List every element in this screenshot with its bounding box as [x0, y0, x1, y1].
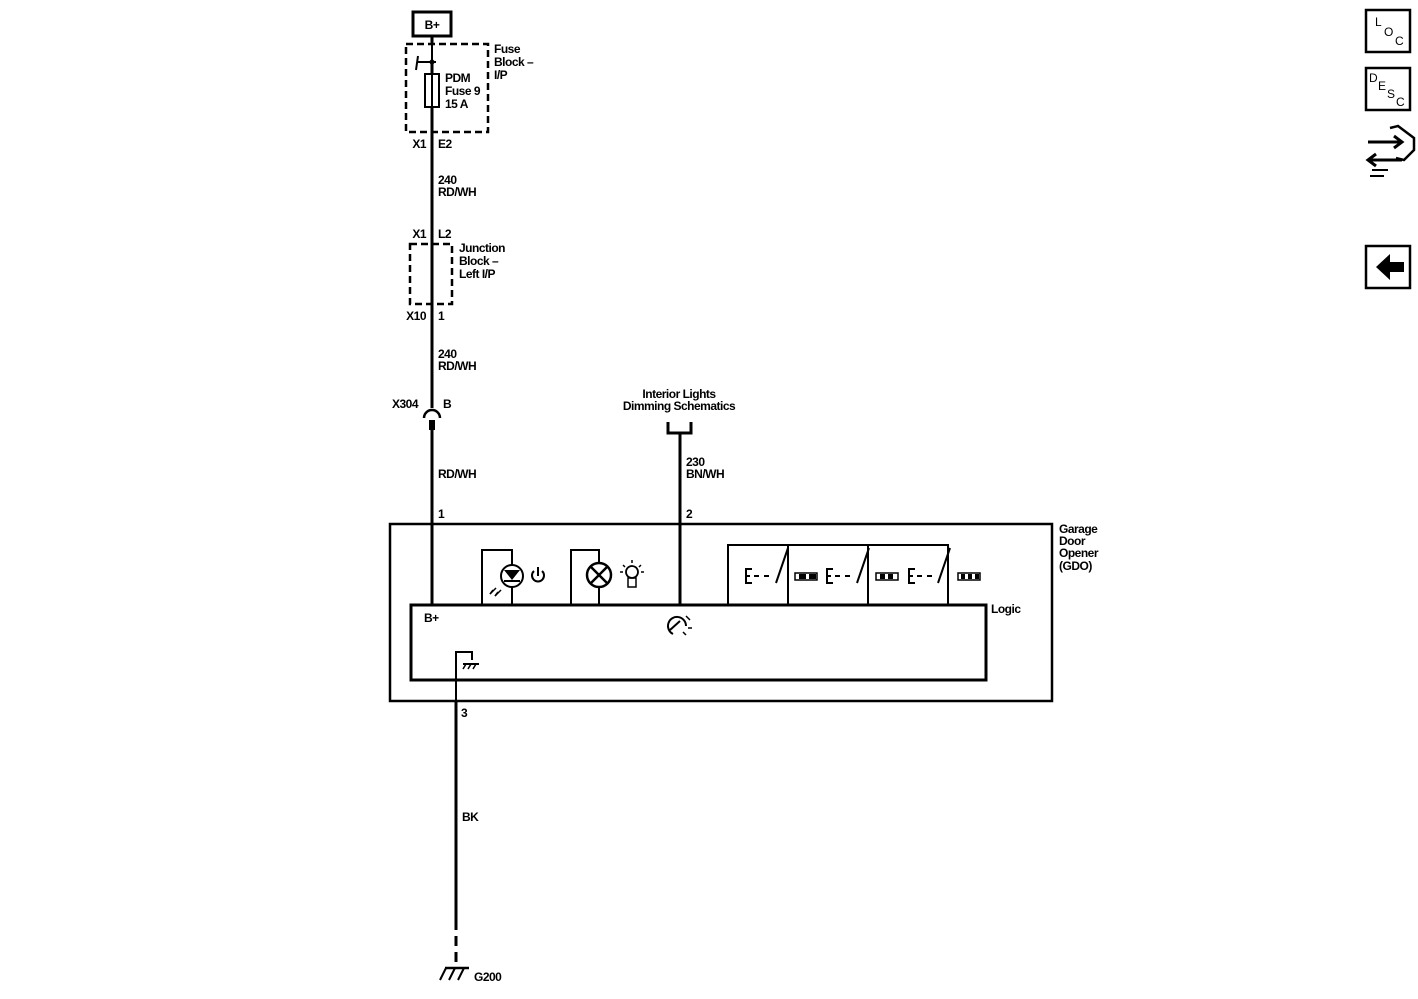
gdo-pin-3: 3: [461, 706, 468, 720]
gdo-name-line2: Door: [1059, 534, 1086, 548]
remote-button-2: [826, 547, 899, 584]
fuse-block-connector: X1: [412, 137, 427, 151]
wire-240-upper-circuit: 240: [438, 173, 457, 187]
fuse-block-name-line1: Fuse: [494, 42, 521, 56]
garage-door-opener-module: Garage Door Opener (GDO) Logic B+: [388, 522, 1099, 703]
description-letter-s: S: [1387, 87, 1395, 101]
wire-240-upper-color: RD/WH: [438, 185, 476, 199]
location-letter-o: O: [1384, 25, 1393, 39]
connector-hand-icon: [1365, 124, 1416, 177]
light-bulb-icon: [620, 560, 644, 588]
battery-positive-label: B+: [425, 18, 440, 32]
ground-wire-color: BK: [462, 810, 479, 824]
logic-block: [409, 603, 988, 682]
fuse-block: PDM Fuse 9 15 A Fuse Block – I/P X1 E2: [404, 42, 535, 151]
junction-name-line1: Junction: [459, 241, 505, 255]
battery-positive-source: B+: [411, 10, 453, 38]
dimming-reference: Interior Lights Dimming Schematics: [623, 387, 737, 435]
fuse-label-line2: Fuse 9: [445, 84, 481, 98]
fuse-label-line3: 15 A: [445, 97, 469, 111]
inline-connector-pin: B: [443, 397, 452, 411]
dimming-control-icon: [667, 615, 692, 636]
description-letter-d: D: [1369, 71, 1378, 85]
back-arrow-icon: [1376, 254, 1404, 280]
dimming-ref-line1: Interior Lights: [642, 387, 716, 401]
remote-button-1: [745, 547, 818, 584]
wire-230-color: BN/WH: [686, 467, 724, 481]
led-indicator-icon: [489, 564, 524, 597]
remote-button-3: [908, 547, 981, 584]
gdo-pin-2: 2: [686, 507, 693, 521]
internal-ground-icon: [455, 651, 479, 700]
back-button[interactable]: [1364, 244, 1412, 290]
wire-240-lower-color: RD/WH: [438, 359, 476, 373]
logic-bplus-label: B+: [424, 611, 439, 625]
ground-name: G200: [474, 970, 502, 984]
location-letter-l: L: [1375, 15, 1382, 29]
gdo-pin-1: 1: [438, 507, 445, 521]
wire-rdwh-color: RD/WH: [438, 467, 476, 481]
gdo-name-line1: Garage: [1059, 522, 1098, 536]
junction-top-pin: L2: [438, 227, 452, 241]
wire-240-lower-circuit: 240: [438, 347, 457, 361]
description-letter-e: E: [1378, 79, 1386, 93]
connector-view-button[interactable]: [1365, 124, 1416, 177]
inline-connector-x304: X304 B: [392, 397, 453, 430]
fuse-label-line1: PDM: [445, 71, 471, 85]
junction-bottom-pin: 1: [438, 309, 445, 323]
inline-connector-name: X304: [392, 397, 419, 411]
power-icon: [531, 567, 545, 583]
description-button[interactable]: D E S C: [1364, 66, 1412, 112]
junction-name-line3: Left I/P: [459, 267, 495, 281]
fuse-block-name-line2: Block –: [494, 55, 534, 69]
dimming-ref-line2: Dimming Schematics: [623, 399, 736, 413]
gdo-name-line3: Opener: [1059, 546, 1099, 560]
location-letter-c: C: [1395, 34, 1404, 48]
fuse-block-name-line3: I/P: [494, 68, 508, 82]
location-button[interactable]: L O C: [1364, 8, 1412, 54]
ground-g200-icon: G200: [439, 966, 503, 984]
gdo-name-line4: (GDO): [1059, 559, 1092, 573]
junction-name-line2: Block –: [459, 254, 499, 268]
description-letter-c: C: [1396, 95, 1405, 109]
junction-block: X1 L2 Junction Block – Left I/P X10 1: [406, 227, 506, 323]
junction-bottom-connector: X10: [406, 309, 427, 323]
fuse-block-pin: E2: [438, 137, 453, 151]
junction-top-connector: X1: [412, 227, 427, 241]
wire-230-circuit: 230: [686, 455, 705, 469]
logic-label: Logic: [991, 602, 1021, 616]
lamp-icon: [585, 561, 613, 589]
